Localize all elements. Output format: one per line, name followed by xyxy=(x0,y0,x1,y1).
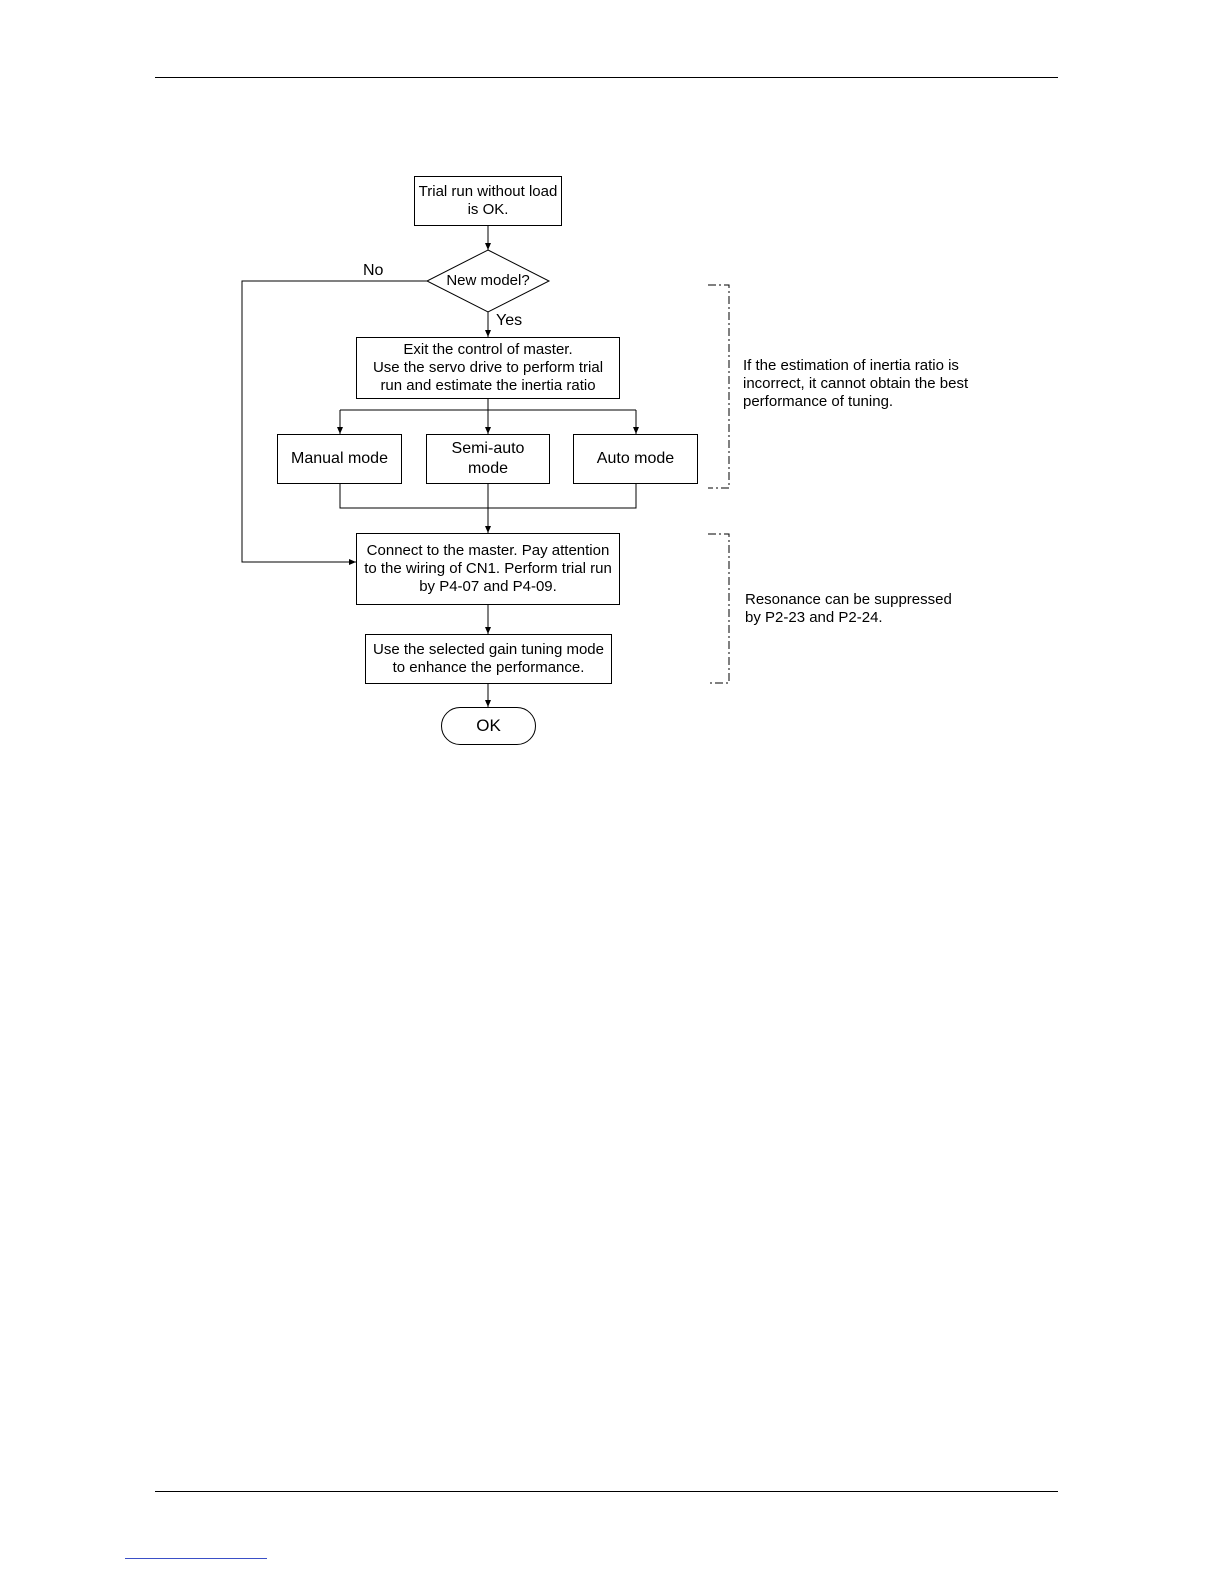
no-label: No xyxy=(363,262,384,279)
end-text: OK xyxy=(476,716,501,735)
decision-label: New model? xyxy=(427,270,549,292)
bracket-resonance xyxy=(708,533,730,684)
gain-text: Use the selected gain tuning mode to enh… xyxy=(373,641,604,676)
manual-mode-text: Manual mode xyxy=(291,450,388,467)
bracket-inertia xyxy=(708,284,730,489)
header-rule xyxy=(155,77,1058,78)
estimate-text: Exit the control of master. Use the serv… xyxy=(372,341,604,394)
resonance-note: Resonance can be suppressed by P2-23 and… xyxy=(745,591,952,626)
yes-label: Yes xyxy=(496,312,523,329)
gain-box: Use the selected gain tuning mode to enh… xyxy=(365,634,612,684)
semi-auto-mode-box: Semi-auto mode xyxy=(426,434,550,484)
auto-mode-text: Auto mode xyxy=(596,450,675,467)
inertia-note: If the estimation of inertia ratio is in… xyxy=(743,357,969,410)
connect-box: Connect to the master. Pay attention to … xyxy=(356,533,620,605)
estimate-box: Exit the control of master. Use the serv… xyxy=(356,337,620,399)
start-text: Trial run without load is OK. xyxy=(418,183,558,218)
manual-mode-box: Manual mode xyxy=(277,434,402,484)
auto-mode-box: Auto mode xyxy=(573,434,698,484)
end-terminal: OK xyxy=(441,707,536,745)
footer-rule xyxy=(155,1491,1058,1492)
start-box: Trial run without load is OK. xyxy=(414,176,562,226)
footer-link-underline xyxy=(125,1558,267,1559)
decision-text: New model? xyxy=(446,272,530,289)
semi-auto-mode-text: Semi-auto mode xyxy=(451,440,525,477)
arrow-no xyxy=(241,280,427,565)
connect-text: Connect to the master. Pay attention to … xyxy=(364,542,612,595)
